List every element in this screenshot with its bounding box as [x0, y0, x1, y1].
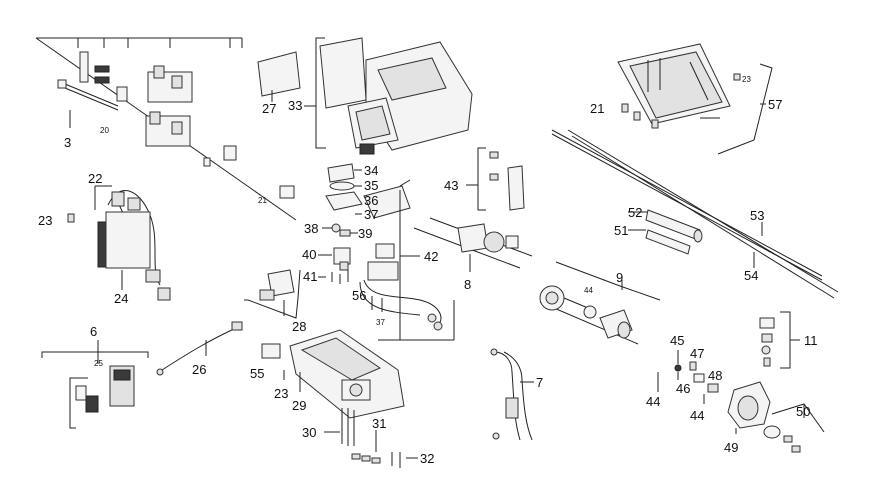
- callout-29: 29: [292, 398, 306, 413]
- callout-46: 46: [676, 381, 690, 396]
- callout-43: 43: [444, 178, 458, 193]
- callout-36: 36: [364, 193, 378, 208]
- callout-48: 48: [708, 368, 722, 383]
- callout-40: 40: [302, 247, 316, 262]
- callout-11: 11: [804, 333, 818, 348]
- callout-49: 49: [724, 440, 738, 455]
- callout-21b: 21: [590, 101, 604, 116]
- callout-45: 45: [670, 333, 684, 348]
- callout-54: 54: [744, 268, 758, 283]
- callout-35: 35: [364, 178, 378, 193]
- part-group-9: 9 44: [539, 261, 661, 345]
- part-27: 27: [257, 51, 301, 116]
- part-group-34-39: 34 35 36 37 38 39: [304, 163, 411, 241]
- part-group-33: 33: [288, 37, 473, 155]
- callout-22: 22: [88, 171, 102, 186]
- callout-51: 51: [614, 223, 628, 238]
- part-group-6: 6 25: [41, 324, 149, 429]
- callout-30: 30: [302, 425, 316, 440]
- callout-3: 3: [64, 135, 71, 150]
- callout-6: 6: [90, 324, 97, 339]
- callout-44c: 44: [690, 408, 704, 423]
- callout-38: 38: [304, 221, 318, 236]
- part-group-24: 22 23 24: [38, 171, 171, 306]
- part-group-29: 55 23 29: [250, 329, 405, 419]
- part-group-8: 8: [413, 217, 533, 292]
- callout-24: 24: [114, 291, 128, 306]
- part-group-28: 28: [244, 269, 306, 334]
- callout-31: 31: [372, 416, 386, 431]
- callout-26: 26: [192, 362, 206, 377]
- callout-34: 34: [364, 163, 378, 178]
- part-group-57: 21 23 57: [590, 43, 782, 155]
- callout-44a: 44: [584, 286, 593, 295]
- callout-33: 33: [288, 98, 302, 113]
- callout-37a: 37: [364, 207, 378, 222]
- callout-9: 9: [616, 270, 623, 285]
- part-group-49-50: 49 50: [724, 381, 825, 455]
- callout-37b: 37: [376, 318, 385, 327]
- callout-23b: 23: [274, 386, 288, 401]
- callout-44b: 44: [646, 394, 660, 409]
- callout-20: 20: [100, 126, 109, 135]
- callout-23c: 23: [742, 75, 751, 84]
- part-group-3: 3 20: [35, 37, 297, 221]
- part-group-43: 43: [444, 147, 525, 211]
- callout-50: 50: [796, 404, 810, 419]
- part-group-42: 42 56 37: [352, 190, 455, 341]
- part-group-44-48: 45 46 47 48 44 44: [646, 333, 722, 423]
- callout-39: 39: [358, 226, 372, 241]
- callout-8: 8: [464, 277, 471, 292]
- callout-41: 41: [303, 269, 317, 284]
- callout-52: 52: [628, 205, 642, 220]
- callout-56: 56: [352, 288, 366, 303]
- callout-47: 47: [690, 346, 704, 361]
- callout-57: 57: [768, 97, 782, 112]
- callout-53: 53: [750, 208, 764, 223]
- part-7: 7: [490, 348, 543, 441]
- part-26: 26: [156, 321, 243, 377]
- callout-27: 27: [262, 101, 276, 116]
- callout-7: 7: [536, 375, 543, 390]
- callout-42: 42: [424, 249, 438, 264]
- part-group-40-41: 40 41 21: [258, 185, 351, 284]
- callout-25: 25: [94, 359, 103, 368]
- callout-23a: 23: [38, 213, 52, 228]
- part-group-11: 11: [759, 311, 818, 369]
- part-group-30-32: 30 31 32: [302, 408, 434, 468]
- callout-21a: 21: [258, 196, 267, 205]
- callout-28: 28: [292, 319, 306, 334]
- callout-32: 32: [420, 451, 434, 466]
- part-group-shafts: 52 51 53 54: [551, 129, 839, 299]
- callout-55: 55: [250, 366, 264, 381]
